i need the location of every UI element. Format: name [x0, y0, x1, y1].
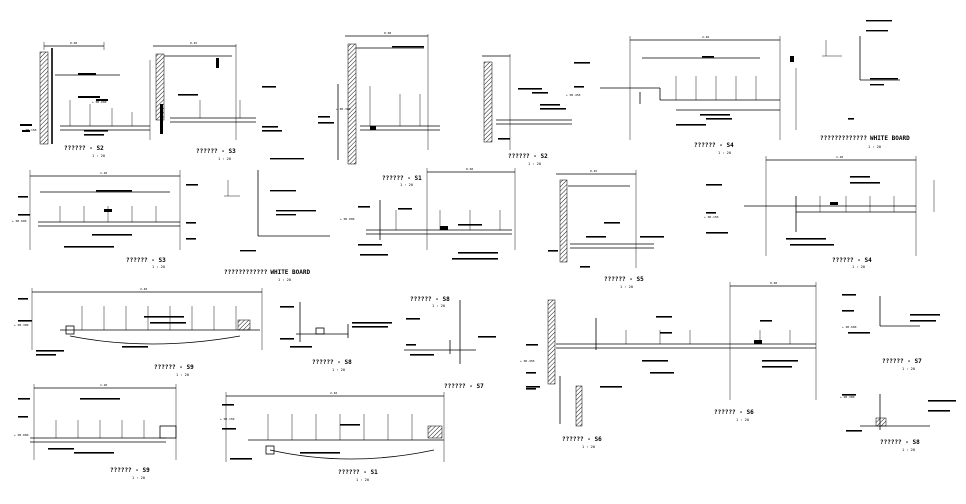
- section-scale-s3a: 1 : 20: [218, 157, 231, 161]
- section-title-s6a: ?????? - S6: [714, 409, 754, 416]
- section-detail-s2a: [20, 42, 151, 145]
- dimension-value: 0.60: [466, 167, 473, 171]
- section-scale-s4b: 1 : 20: [852, 265, 865, 269]
- section-title-s9b: ?????? - S1: [338, 469, 378, 476]
- section-scale-s6b: 1 : 20: [132, 476, 145, 480]
- section-detail-corner: [822, 20, 900, 120]
- section-title-s9a: ?????? - S9: [154, 364, 194, 371]
- level-annotations: + 00.000 + 00.150 + 00.300 + 00.450 + 00…: [12, 93, 857, 437]
- level-mark: + 00.300: [840, 395, 855, 399]
- section-title-s8c: ?????? - S8: [880, 439, 920, 446]
- dimension-value: 0.45: [590, 169, 597, 173]
- section-title-s5a: ?????? - S5: [604, 276, 644, 283]
- level-mark: + 00.150: [704, 215, 719, 219]
- dimension-value: 0.60: [770, 281, 777, 285]
- section-title-s1b: ?????? - S6: [562, 436, 602, 443]
- section-title-s8a: ?????? - S8: [312, 359, 352, 366]
- section-detail-s2c: [482, 54, 572, 150]
- dimension-value: 2.40: [330, 391, 337, 395]
- section-detail-s2b: [318, 34, 440, 165]
- section-title-s6b: ?????? - S9: [110, 467, 150, 474]
- level-mark: + 00.450: [520, 359, 535, 363]
- section-detail-s8b: [404, 300, 496, 364]
- section-detail-s5a: [548, 170, 664, 268]
- section-detail-s8a: [280, 302, 392, 348]
- dimension-value: 2.40: [140, 287, 147, 291]
- dimension-value: 1.20: [100, 383, 107, 387]
- section-detail-s3a: [153, 44, 282, 140]
- dimension-value: 1.20: [836, 155, 843, 159]
- level-mark: + 00.150: [220, 417, 235, 421]
- level-mark: + 00.000: [14, 433, 29, 437]
- section-title-s7a: ?????? - S7: [882, 358, 922, 365]
- section-scale-s3b: 1 : 20: [152, 265, 165, 269]
- section-title-s3b: ?????? - S3: [126, 257, 166, 264]
- section-detail-s9a: [18, 288, 263, 356]
- board-label-top: ?????????????WHITE BOARD: [820, 135, 910, 142]
- board-label-mid: ????????????WHITE BOARD: [224, 269, 310, 276]
- section-scale-s9a: 1 : 20: [176, 373, 189, 377]
- board-scale-top: 1 : 20: [868, 145, 881, 149]
- dimension-value: 1.20: [100, 171, 107, 175]
- dimension-value: 0.60: [70, 41, 77, 45]
- section-scale-s5a: 1 : 20: [620, 285, 633, 289]
- section-detail-s1a: [358, 168, 516, 260]
- section-detail-s4a: [574, 36, 797, 140]
- section-detail-s9b: [222, 392, 445, 462]
- section-scale-s2a: 1 : 20: [92, 154, 105, 158]
- section-scale-s2c: 1 : 20: [528, 162, 541, 166]
- section-detail-s6b: [18, 384, 177, 460]
- section-title-s2a: ?????? - S2: [64, 145, 104, 152]
- section-detail-s3b: [18, 170, 198, 250]
- section-detail-s8c: [842, 394, 956, 432]
- section-scale-s7a: 1 : 20: [902, 367, 915, 371]
- section-title-s4b: ?????? - S4: [832, 257, 872, 264]
- section-scale-s6a: 1 : 20: [736, 418, 749, 422]
- section-title-s4a: ?????? - S4: [694, 142, 734, 149]
- section-scale-s1a: 1 : 20: [400, 183, 413, 187]
- level-mark: + 00.600: [842, 325, 857, 329]
- dimension-annotations: 0.60 0.45 0.60 2.40 1.20 0.60 0.45 1.20 …: [70, 31, 843, 395]
- section-scale-s8c: 1 : 20: [902, 448, 915, 452]
- section-detail-mid: [224, 158, 330, 252]
- section-detail-s7a: [842, 294, 940, 334]
- section-scale-s8a: 1 : 20: [332, 368, 345, 372]
- section-title-s1a: ?????? - S1: [382, 175, 422, 182]
- section-detail-s6a: [526, 282, 817, 400]
- section-scale-s9b: 1 : 20: [356, 478, 369, 482]
- section-title-s8b: ?????? - S8: [410, 296, 450, 303]
- section-scale-s4a: 1 : 20: [718, 151, 731, 155]
- section-title-s3a: ?????? - S3: [196, 148, 236, 155]
- section-detail-s4b: [706, 156, 935, 256]
- level-mark: + 00.000: [340, 217, 355, 221]
- board-scale-mid: 1 : 20: [278, 278, 291, 282]
- level-mark: + 00.300: [336, 107, 351, 111]
- dimension-value: 2.40: [702, 35, 709, 39]
- level-mark: + 00.000: [92, 100, 107, 104]
- section-detail-s1b: [526, 372, 622, 427]
- section-scale-s8b: 1 : 20: [432, 304, 445, 308]
- section-scale-s1b: 1 : 20: [582, 445, 595, 449]
- section-title-s2c: ?????? - S2: [508, 153, 548, 160]
- level-mark: + 00.450: [566, 93, 581, 97]
- dimension-value: 0.60: [384, 31, 391, 35]
- section-title-s7b: ?????? - S7: [444, 383, 484, 390]
- level-mark: + 00.600: [12, 219, 27, 223]
- dimension-value: 0.45: [190, 41, 197, 45]
- level-mark: + 00.150: [22, 128, 37, 132]
- level-mark: + 00.300: [14, 323, 29, 327]
